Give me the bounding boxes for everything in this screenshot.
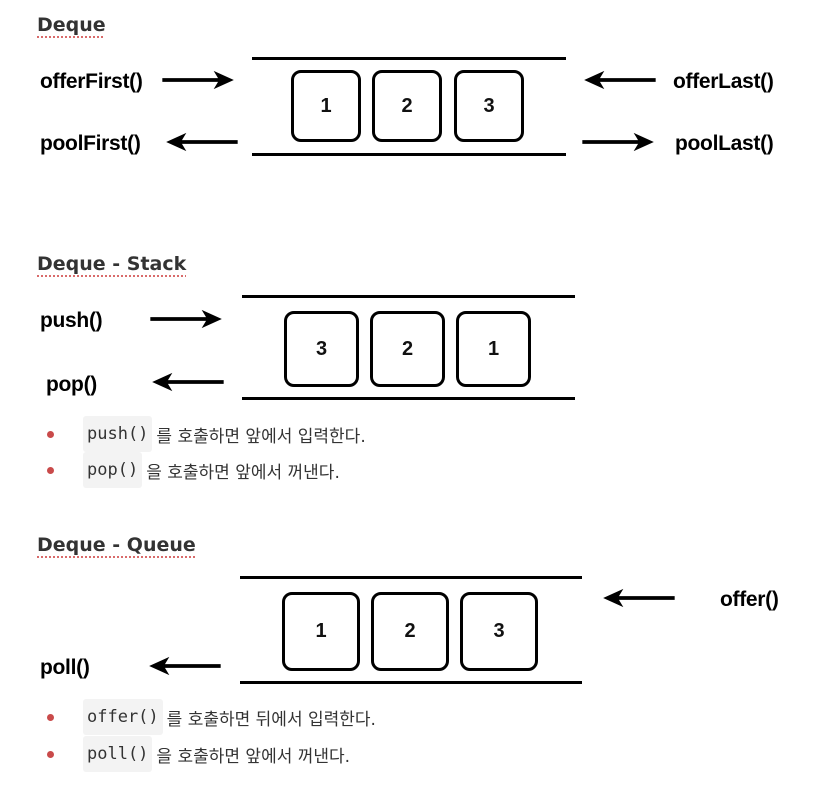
arrow-right-icon <box>160 69 238 91</box>
queue-box: 1 <box>282 592 360 671</box>
arrow-left-icon <box>162 131 240 153</box>
inline-code: offer() <box>83 699 163 735</box>
label-pop: pop() <box>46 373 97 396</box>
stack-box: 3 <box>284 311 359 387</box>
label-offer-first: offerFirst() <box>40 70 143 93</box>
bullet-dot <box>47 750 54 758</box>
deque-top-rail <box>252 57 566 60</box>
inline-code: push() <box>83 416 153 452</box>
queue-box: 3 <box>460 592 538 671</box>
inline-code: pop() <box>83 452 143 488</box>
arrow-left-icon <box>597 587 679 609</box>
deque-box: 3 <box>454 70 524 142</box>
arrow-left-icon <box>580 69 658 91</box>
list-item: push() 를 호출하면 앞에서 입력한다. <box>47 414 366 454</box>
bullet-dot <box>47 713 54 721</box>
queue-bottom-rail <box>240 681 582 684</box>
bullet-text: 를 호출하면 뒤에서 입력한다. <box>166 709 376 730</box>
label-push: push() <box>40 309 103 332</box>
list-item: offer() 를 호출하면 뒤에서 입력한다. <box>47 697 376 737</box>
queue-top-rail <box>240 576 582 579</box>
bullet-text: 을 호출하면 앞에서 꺼낸다. <box>156 746 351 767</box>
label-poll: poll() <box>40 656 90 679</box>
label-offer: offer() <box>720 588 779 611</box>
stack-bottom-rail <box>242 397 575 400</box>
deque-bottom-rail <box>252 153 566 156</box>
section-title-queue: Deque - Queue <box>37 534 196 556</box>
deque-box: 1 <box>291 70 361 142</box>
section-title-deque: Deque <box>37 14 106 36</box>
arrow-left-icon <box>143 655 225 677</box>
arrow-right-icon <box>146 308 228 330</box>
inline-code: poll() <box>83 736 153 772</box>
stack-top-rail <box>242 295 575 298</box>
arrow-right-icon <box>580 131 658 153</box>
stack-box: 2 <box>370 311 445 387</box>
bullet-dot <box>47 430 54 438</box>
list-item: pop() 을 호출하면 앞에서 꺼낸다. <box>47 450 340 490</box>
arrow-left-icon <box>146 371 228 393</box>
bullet-text: 을 호출하면 앞에서 꺼낸다. <box>146 462 340 483</box>
section-title-stack: Deque - Stack <box>37 253 187 275</box>
queue-box: 2 <box>371 592 449 671</box>
label-offer-last: offerLast() <box>673 70 774 93</box>
list-item: poll() 을 호출하면 앞에서 꺼낸다. <box>47 734 350 774</box>
deque-box: 2 <box>372 70 442 142</box>
label-poll-first: poolFirst() <box>40 132 141 155</box>
label-poll-last: poolLast() <box>675 132 774 155</box>
bullet-text: 를 호출하면 앞에서 입력한다. <box>156 426 366 447</box>
bullet-dot <box>47 466 54 474</box>
stack-box: 1 <box>456 311 531 387</box>
